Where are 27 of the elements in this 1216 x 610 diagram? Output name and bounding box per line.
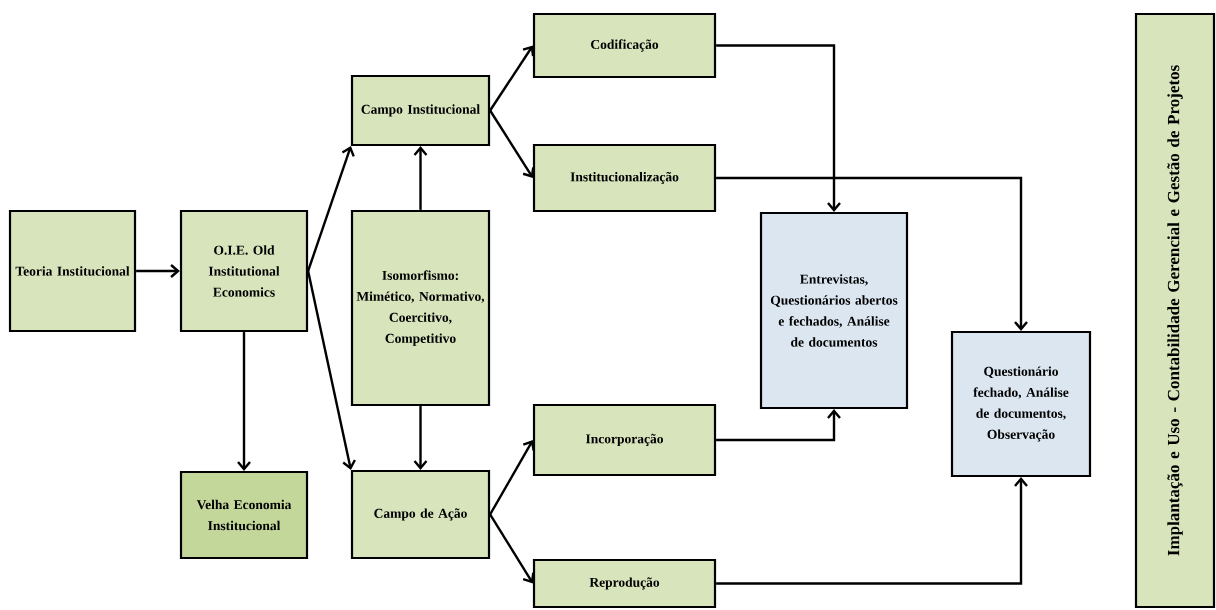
arrow bbox=[489, 45, 535, 112]
arrow bbox=[237, 332, 251, 471]
arrow bbox=[136, 264, 180, 278]
process-box: Velha Economia Institucional bbox=[179, 470, 309, 560]
arrow bbox=[306, 270, 356, 470]
arrow bbox=[306, 146, 355, 272]
method-box: Entrevistas, Questionários abertos e fechados, Análise de documentos bbox=[759, 211, 909, 410]
process-box: O.I.E. Old Institutional Economics bbox=[179, 209, 309, 333]
process-box: Campo Institucional bbox=[350, 74, 491, 147]
process-box: Codificação bbox=[532, 12, 717, 79]
arrow bbox=[716, 44, 841, 212]
process-box: Institucionalização bbox=[532, 143, 717, 213]
method-box: Questionário fechado, Análise de documentos, Observação bbox=[950, 330, 1092, 478]
process-box: Teoria Institucional bbox=[8, 209, 137, 333]
arrow bbox=[716, 477, 1028, 585]
arrow bbox=[489, 440, 535, 516]
process-box: Isomorfismo: Mimético, Normativo, Coercitivo, Competitivo bbox=[350, 209, 491, 407]
process-box: Incorporação bbox=[532, 403, 717, 477]
arrow bbox=[716, 409, 841, 442]
title-band: Implantação e Uso - Contabilidade Gerencial e Gestão de Projetos bbox=[1134, 12, 1216, 609]
arrow bbox=[413, 406, 428, 470]
arrow bbox=[716, 176, 1028, 331]
arrow bbox=[489, 513, 535, 584]
process-box: Reprodução bbox=[532, 558, 717, 609]
process-box: Campo de Ação bbox=[350, 469, 491, 560]
arrow bbox=[413, 146, 428, 210]
arrow bbox=[489, 109, 535, 178]
